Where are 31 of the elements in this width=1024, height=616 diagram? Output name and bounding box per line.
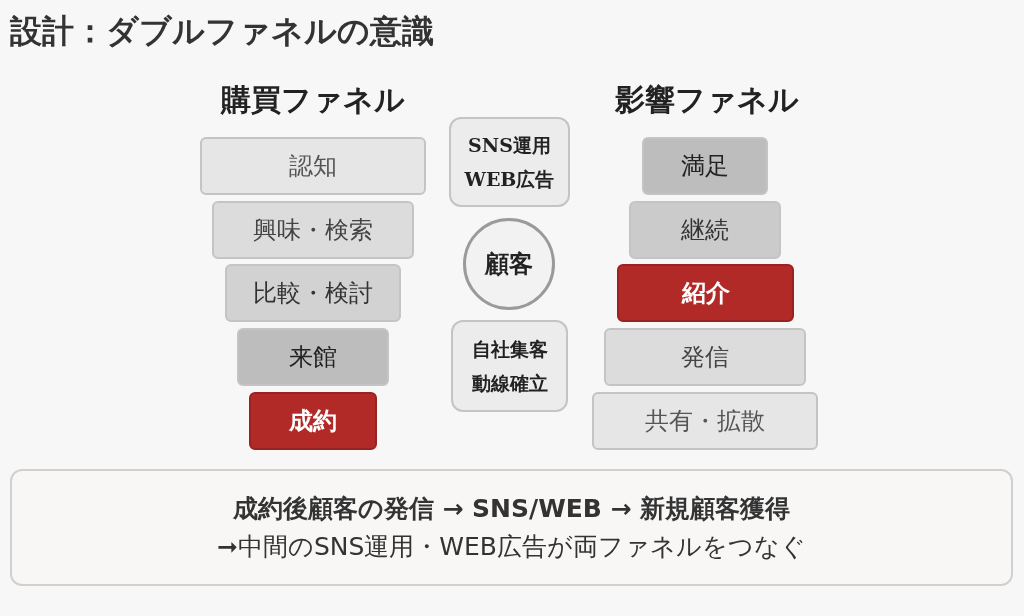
- channel-box: [451, 320, 568, 412]
- funnel-stage-box: [617, 264, 794, 322]
- node-label: 満足: [681, 151, 729, 182]
- node-label: SNS運用WEB広告: [463, 133, 556, 192]
- funnel-stage-box: [642, 137, 768, 195]
- page-title: 設計：ダブルファネルの意識: [10, 11, 434, 52]
- node-label: 自社集客動線確立: [470, 337, 549, 396]
- funnel-stage-box: [249, 392, 377, 450]
- node-label: 興味・検索: [253, 215, 373, 246]
- node-label: 認知: [289, 151, 337, 182]
- node-label: 顧客: [485, 248, 533, 280]
- funnel-heading: 購買ファネル: [221, 81, 405, 119]
- funnel-stage-box: [212, 201, 414, 259]
- node-label: 比較・検討: [253, 278, 373, 309]
- node-label: 発信: [681, 342, 729, 373]
- funnel-stage-box: [592, 392, 818, 450]
- funnel-stage-box: [200, 137, 426, 195]
- funnel-stage-box: [629, 201, 781, 259]
- node-label: 成約: [289, 405, 337, 437]
- summary-box: [10, 469, 1013, 586]
- channel-box: [449, 117, 570, 207]
- funnel-stage-box: [604, 328, 806, 386]
- funnel-stage-box: [225, 264, 401, 322]
- funnel-stage-box: [237, 328, 389, 386]
- node-label: 共有・拡散: [645, 406, 765, 437]
- funnel-heading: 影響ファネル: [615, 81, 799, 119]
- node-label: 来館: [289, 342, 337, 373]
- summary-heading: 成約後顧客の発信 → SNS/WEB → 新規顧客獲得: [232, 492, 791, 525]
- node-label: 紹介: [681, 277, 730, 309]
- node-label: 継続: [681, 215, 729, 246]
- summary-text: ➞中間のSNS運用・WEB広告が両ファネルをつなぐ: [216, 530, 807, 563]
